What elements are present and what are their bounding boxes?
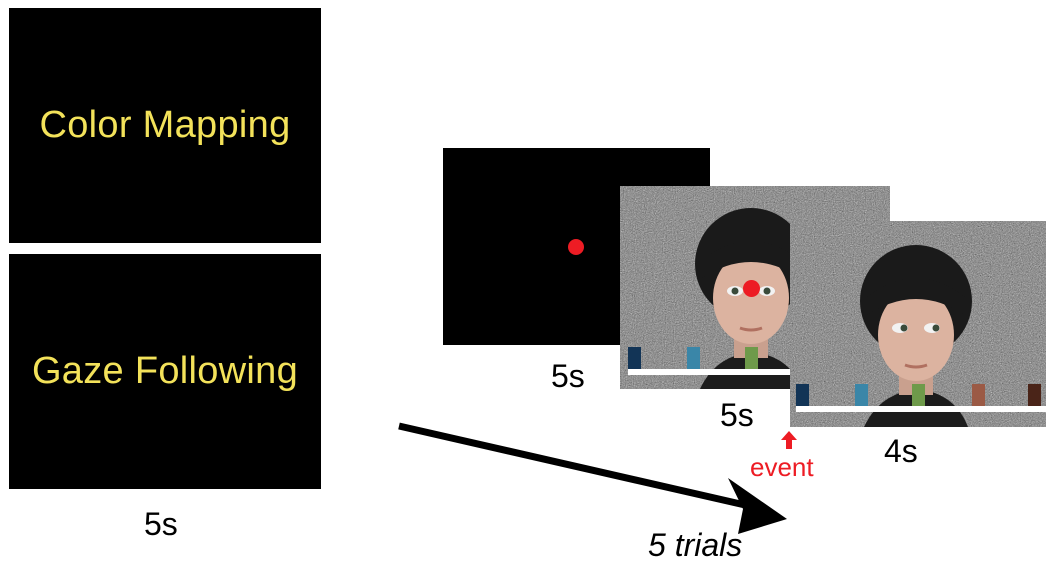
gaze-following-title: Gaze Following (31, 350, 299, 392)
color-target-green (912, 384, 925, 406)
target-baseline (628, 369, 890, 375)
fixation-dot (568, 239, 584, 255)
instruction-duration-label: 5s (144, 506, 178, 542)
color-mapping-title: Color Mapping (39, 104, 291, 146)
gaze-following-screen: Gaze Following (9, 254, 321, 489)
gaze-cue-dot (743, 280, 760, 297)
event-arrow-icon (781, 431, 797, 449)
trials-count-label: 5 trials (648, 527, 743, 563)
color-mapping-screen: Color Mapping (9, 8, 321, 243)
target-baseline (796, 406, 1046, 412)
fixation-duration-label: 5s (551, 358, 585, 394)
color-target-brown (972, 384, 985, 406)
color-target-teal (855, 384, 868, 406)
color-target-navy (796, 384, 809, 406)
color-target-teal (687, 347, 700, 369)
outcome-duration-label: 4s (884, 433, 918, 469)
color-target-navy (628, 347, 641, 369)
timeline-arrow-icon (398, 422, 787, 534)
color-target-green (745, 347, 758, 369)
outcome-screen (790, 221, 1046, 427)
event-label: event (750, 452, 814, 482)
cue-duration-label: 5s (720, 397, 754, 433)
color-target-darkbrown (1028, 384, 1041, 406)
face-image (695, 208, 807, 389)
